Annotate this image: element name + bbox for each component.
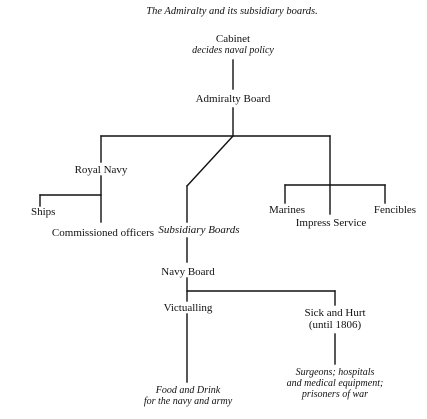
connector-group (39, 59, 386, 383)
node-food-and-drink-line1: Food and Drink (155, 385, 221, 396)
node-surgeons-line1: Surgeons; hospitals (295, 367, 375, 378)
node-surgeons: Surgeons; hospitals and medical equipmen… (287, 367, 384, 400)
node-commissioned-officers: Commissioned officers (51, 227, 155, 239)
node-cabinet-note: decides naval policy (192, 45, 274, 56)
node-sick-and-hurt-note: (until 1806) (308, 319, 362, 331)
diagram-title: The Admiralty and its subsidiary boards. (146, 6, 318, 17)
node-royal-navy: Royal Navy (74, 164, 128, 176)
line-to-subsidiary-boards (186, 135, 234, 187)
node-impress-service: Impress Service (295, 217, 367, 229)
node-food-and-drink-line2: for the navy and army (143, 396, 233, 407)
node-surgeons-line3: prisoners of war (301, 389, 369, 400)
node-ships: Ships (31, 206, 56, 218)
node-fencibles: Fencibles (373, 204, 417, 216)
node-food-and-drink: Food and Drink for the navy and army (144, 385, 232, 407)
node-sick-and-hurt-name: Sick and Hurt (304, 307, 366, 319)
node-sick-and-hurt: Sick and Hurt (until 1806) (304, 307, 365, 331)
node-subsidiary-boards: Subsidiary Boards (158, 224, 240, 236)
node-victualling: Victualling (163, 302, 213, 314)
node-navy-board: Navy Board (161, 266, 215, 278)
node-cabinet-name: Cabinet (215, 33, 251, 45)
node-cabinet: Cabinet decides naval policy (192, 33, 274, 56)
node-admiralty-board: Admiralty Board (195, 93, 271, 105)
node-marines: Marines (268, 204, 306, 216)
node-surgeons-line2: and medical equipment; (286, 378, 384, 389)
